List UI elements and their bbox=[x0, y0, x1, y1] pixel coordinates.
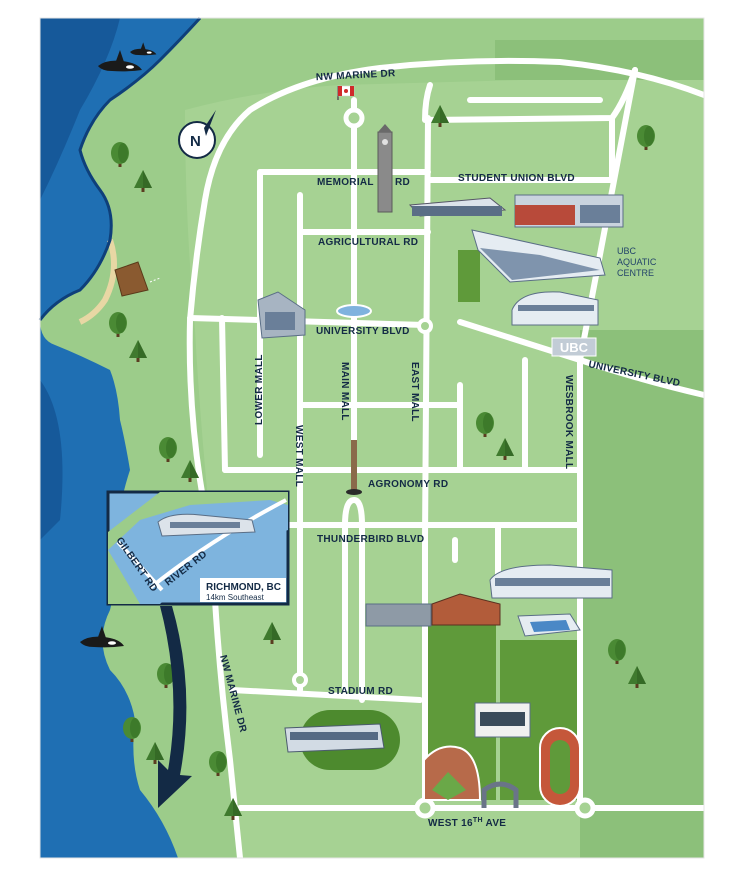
label-thunderbird-blvd: THUNDERBIRD BLVD bbox=[317, 534, 424, 545]
label-east-mall: EAST MALL bbox=[409, 362, 420, 422]
building-student-union bbox=[514, 194, 624, 228]
label-aquatic-2: AQUATIC bbox=[617, 257, 657, 267]
label-student-union-blvd: STUDENT UNION BLVD bbox=[458, 173, 575, 184]
track-icon bbox=[539, 727, 581, 807]
building-field-house bbox=[474, 702, 531, 738]
map-frame bbox=[39, 17, 705, 859]
inset-map: GILBERT RD RIVER RD RICHMOND, BC 14km So… bbox=[106, 490, 290, 606]
ubc-sign: UBC bbox=[551, 337, 597, 357]
ubc-sign-label: UBC bbox=[560, 340, 589, 355]
inset-distance: 14km Southeast bbox=[206, 593, 265, 602]
label-agricultural-rd: AGRICULTURAL RD bbox=[318, 237, 418, 248]
building-barn bbox=[365, 593, 501, 627]
canada-flag-icon bbox=[337, 85, 355, 100]
label-west-16th-ave: WEST 16TH AVE bbox=[428, 817, 506, 829]
boardwalk-icon bbox=[114, 261, 161, 297]
label-memorial: MEMORIAL bbox=[317, 177, 374, 188]
baseball-diamond-icon bbox=[423, 745, 482, 801]
building-gate bbox=[481, 781, 519, 808]
building-stadium bbox=[284, 723, 385, 753]
compass-label: N bbox=[190, 133, 201, 150]
label-nw-marine-dr-top: NW MARINE DR bbox=[316, 68, 397, 83]
label-agronomy-rd: AGRONOMY RD bbox=[368, 479, 448, 490]
label-main-mall: MAIN MALL bbox=[339, 362, 350, 421]
building-pool bbox=[517, 613, 581, 637]
building-arena bbox=[489, 564, 613, 599]
label-lower-mall: LOWER MALL bbox=[254, 354, 265, 425]
label-aquatic-1: UBC bbox=[617, 246, 637, 256]
label-aquatic-3: CENTRE bbox=[617, 268, 654, 278]
building-memorial bbox=[408, 197, 507, 217]
playing-field bbox=[458, 250, 480, 302]
label-west-mall: WEST MALL bbox=[293, 425, 304, 487]
direction-arrow bbox=[158, 606, 192, 808]
totem-icon bbox=[346, 440, 362, 495]
label-memorial-rd: RD bbox=[395, 177, 410, 188]
north-arrow-icon: N bbox=[178, 110, 216, 159]
label-wesbrook-mall: WESBROOK MALL bbox=[563, 375, 574, 469]
label-university-blvd: UNIVERSITY BLVD bbox=[316, 326, 410, 337]
inset-city: RICHMOND, BC bbox=[206, 582, 281, 593]
label-stadium-rd: STADIUM RD bbox=[328, 686, 393, 697]
building-aquatic-centre bbox=[471, 229, 606, 283]
clock-tower-icon bbox=[377, 124, 393, 213]
building-west-mall bbox=[257, 291, 306, 339]
building-arc bbox=[511, 291, 599, 326]
building-richmond-oval bbox=[157, 513, 256, 537]
fountain-icon bbox=[336, 304, 372, 318]
